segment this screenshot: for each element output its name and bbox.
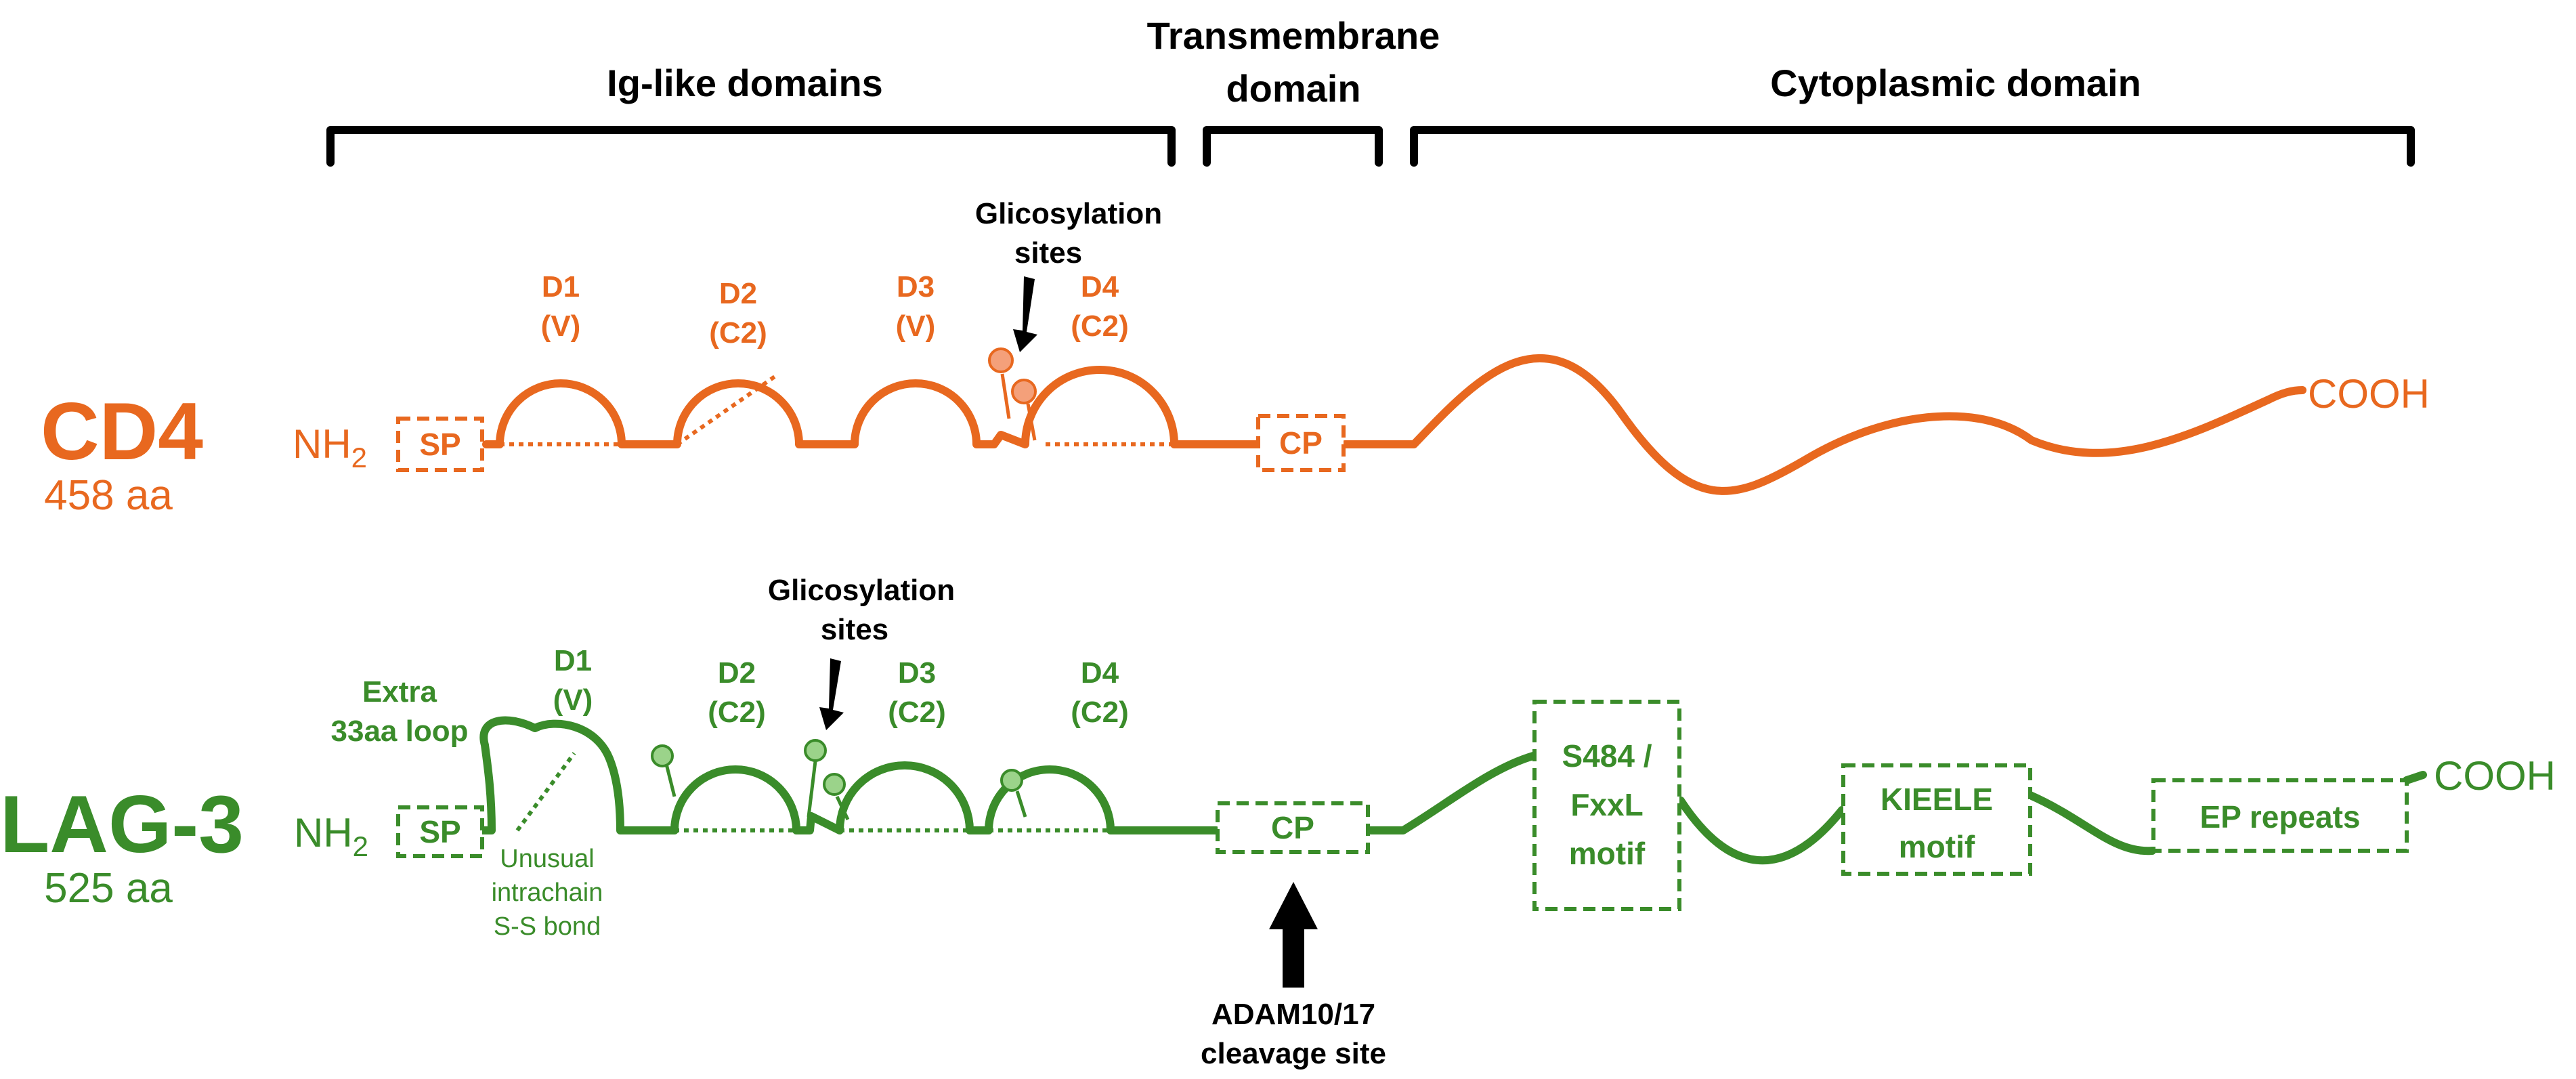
- lag3-length: 525 aa: [44, 865, 173, 912]
- lag3-d2-name: D2: [718, 656, 756, 690]
- lag3-connecting-peptide-box: [1216, 801, 1370, 854]
- lag3-kieele-motif-box: [1841, 763, 2032, 876]
- lag3-glycosylation-pin-4: [1000, 769, 1027, 818]
- lag3-connecting-peptide-label: CP: [1271, 810, 1314, 845]
- lag3-d4-type: (C2): [1071, 696, 1129, 729]
- lag3-d4-name: D4: [1081, 656, 1119, 690]
- lag3-d1-ss-bond: [515, 752, 576, 832]
- brace-transmembrane-domain: [1203, 126, 1383, 167]
- lag3-n-terminus: NH2: [294, 810, 368, 862]
- lag3-s484-motif-line1: S484 /: [1562, 738, 1652, 774]
- lag3-signal-peptide-box: [396, 805, 484, 858]
- brace-cytoplasmic-domain: [1410, 126, 2415, 167]
- cd4-d2-ss-bond: [676, 375, 776, 446]
- cd4-d3-name: D3: [897, 270, 935, 303]
- lag3-glycosylation-label-line1: Glicosylation: [768, 574, 955, 607]
- lag3-glycosylation-pin-1: [651, 744, 677, 797]
- cd4-d1-name: D1: [542, 270, 580, 303]
- lag3-extra-loop-line2: 33aa loop: [331, 715, 469, 748]
- lag3-ss-bond-line1: Unusual: [500, 845, 594, 873]
- lag3-s484-motif-box: [1532, 700, 1681, 911]
- cd4-glycosylation-pin-1: [988, 347, 1014, 419]
- header-transmembrane-line1: Transmembrane: [1147, 14, 1440, 57]
- cd4-length: 458 aa: [44, 472, 173, 519]
- lag3-d1-type: (V): [553, 683, 593, 717]
- cd4-d1-type: (V): [541, 310, 581, 343]
- header-cytoplasmic-domain: Cytoplasmic domain: [1770, 62, 2141, 104]
- header-ig-like-domains: Ig-like domains: [607, 62, 883, 104]
- cd4-glycosylation-label-line1: Glicosylation: [975, 197, 1162, 230]
- cd4-n-terminus: NH2: [293, 421, 367, 473]
- lag3-cleavage-site-line1: ADAM10/17: [1211, 998, 1375, 1031]
- lag3-d2-type: (C2): [708, 696, 766, 729]
- cd4-glycosylation-label-line2: sites: [1014, 236, 1082, 270]
- cd4-protein: CD4 458 aa NH2 SP CP D1 (V) D2 (C2) D3 (…: [41, 197, 2430, 519]
- cd4-d4-name: D4: [1081, 270, 1119, 303]
- lag3-extra-loop-line1: Extra: [362, 675, 437, 708]
- lag3-glycosylation-pin-3: [823, 773, 850, 821]
- cd4-c-terminus: COOH: [2308, 371, 2430, 417]
- lag3-d3-name: D3: [898, 656, 936, 690]
- lag3-kieele-motif-line2: motif: [1899, 829, 1975, 864]
- lag3-ep-repeats-box: [2151, 778, 2409, 853]
- lag3-ep-repeats-label: EP repeats: [2200, 799, 2361, 834]
- cd4-backbone: [482, 354, 2306, 495]
- cd4-signal-peptide-box: [396, 417, 484, 472]
- lag3-s484-motif-line2: FxxL: [1570, 787, 1643, 822]
- cd4-glycosylation-arrow: [1013, 276, 1037, 352]
- lag3-protein: LAG-3 525 aa NH2 SP CP: [0, 574, 2556, 1070]
- cd4-connecting-peptide-box: [1256, 414, 1346, 472]
- lag3-kieele-motif-line1: KIEELE: [1881, 782, 1993, 817]
- lag3-glycosylation-arrow: [819, 658, 844, 730]
- lag3-ss-bond-line2: intrachain: [492, 879, 603, 907]
- cd4-d2-type: (C2): [709, 316, 767, 350]
- cd4-signal-peptide-label: SP: [419, 427, 460, 462]
- lag3-label: LAG-3: [0, 779, 244, 870]
- lag3-signal-peptide-label: SP: [419, 814, 460, 849]
- cd4-d3-type: (V): [896, 310, 936, 343]
- cd4-glycosylation-pin-2: [1011, 379, 1037, 441]
- lag3-cleavage-site-arrow: [1269, 882, 1318, 988]
- lag3-backbone: [475, 716, 2427, 865]
- lag3-glycosylation-label-line2: sites: [821, 613, 888, 646]
- lag3-cleavage-site-line2: cleavage site: [1201, 1037, 1386, 1070]
- lag3-d1-name: D1: [554, 644, 592, 677]
- header-transmembrane-line2: domain: [1226, 67, 1360, 110]
- cd4-label: CD4: [41, 386, 203, 477]
- lag3-s484-motif-line3: motif: [1569, 836, 1646, 871]
- cd4-d2-name: D2: [719, 277, 757, 310]
- lag3-c-terminus: COOH: [2434, 753, 2556, 799]
- lag3-d3-type: (C2): [888, 696, 946, 729]
- cd4-d4-type: (C2): [1071, 310, 1129, 343]
- cd4-connecting-peptide-label: CP: [1279, 425, 1323, 461]
- lag3-ss-bond-line3: S-S bond: [494, 912, 601, 941]
- lag3-glycosylation-pin-2: [804, 739, 827, 818]
- brace-ig-like-domains: [326, 126, 1176, 167]
